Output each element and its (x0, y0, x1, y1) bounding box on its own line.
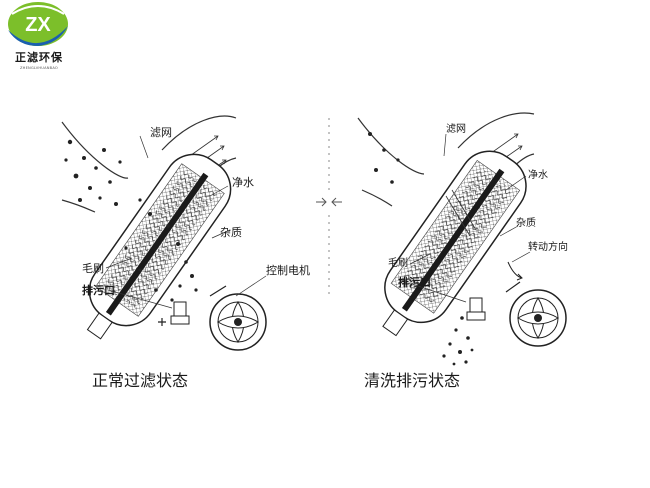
caption-cleaning-drain: 清洗排污状态 (364, 371, 460, 390)
label-drain: 排污口 (398, 275, 431, 289)
panel-cleaning-drain: 滤网 净水 杂质 转动方向 毛刷 排污口 清洗排污状态 (358, 113, 568, 390)
label-filter-screen: 滤网 (150, 126, 172, 139)
label-clean-water: 净水 (528, 168, 548, 181)
label-clean-water: 净水 (232, 175, 254, 189)
control-motor (506, 262, 566, 346)
label-brush: 毛刷 (82, 262, 104, 275)
label-impurities: 杂质 (220, 226, 242, 239)
label-drain: 排污口 (82, 283, 115, 297)
control-motor (210, 286, 266, 350)
label-filter-screen: 滤网 (446, 122, 466, 135)
label-impurities: 杂质 (516, 217, 536, 229)
rotation-arrow-icon (508, 262, 522, 280)
panel-normal-filtering: 滤网 净水 杂质 控制电机 毛刷 排污口 正常过滤状态 (62, 116, 310, 390)
label-rotation-direction: 转动方向 (528, 240, 568, 253)
label-brush: 毛刷 (388, 257, 408, 269)
panel-divider (316, 118, 342, 295)
drain-valve (467, 298, 485, 320)
caption-normal-filtering: 正常过滤状态 (92, 371, 188, 390)
label-control-motor: 控制电机 (266, 263, 310, 277)
inlet-pipe (358, 118, 424, 206)
